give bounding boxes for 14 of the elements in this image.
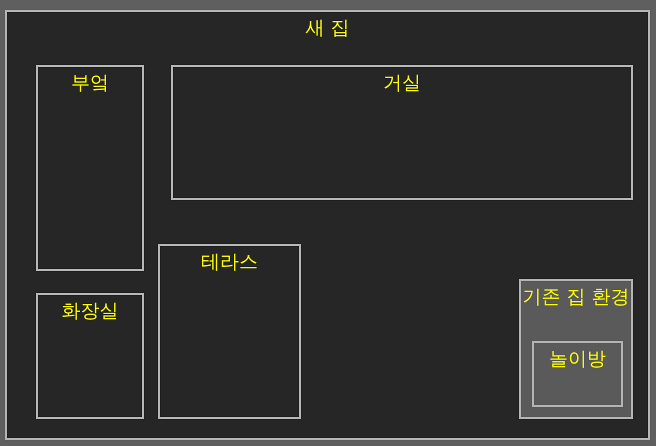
- room-label: 기존 집 환경: [522, 285, 630, 309]
- room-outline: [158, 244, 301, 419]
- house-outline: [5, 10, 650, 440]
- room-label: 새 집: [305, 16, 350, 40]
- room-label: 테라스: [201, 250, 258, 274]
- room-label: 거실: [383, 71, 421, 95]
- existing-house-outline: [519, 279, 633, 419]
- room-outline: [532, 341, 623, 407]
- room-outline: [36, 293, 144, 419]
- room-outline: [171, 65, 633, 200]
- room-outline: [36, 65, 144, 271]
- room-label: 놀이방: [549, 347, 606, 371]
- room-label: 화장실: [62, 299, 118, 323]
- room-label: 부엌: [71, 71, 109, 95]
